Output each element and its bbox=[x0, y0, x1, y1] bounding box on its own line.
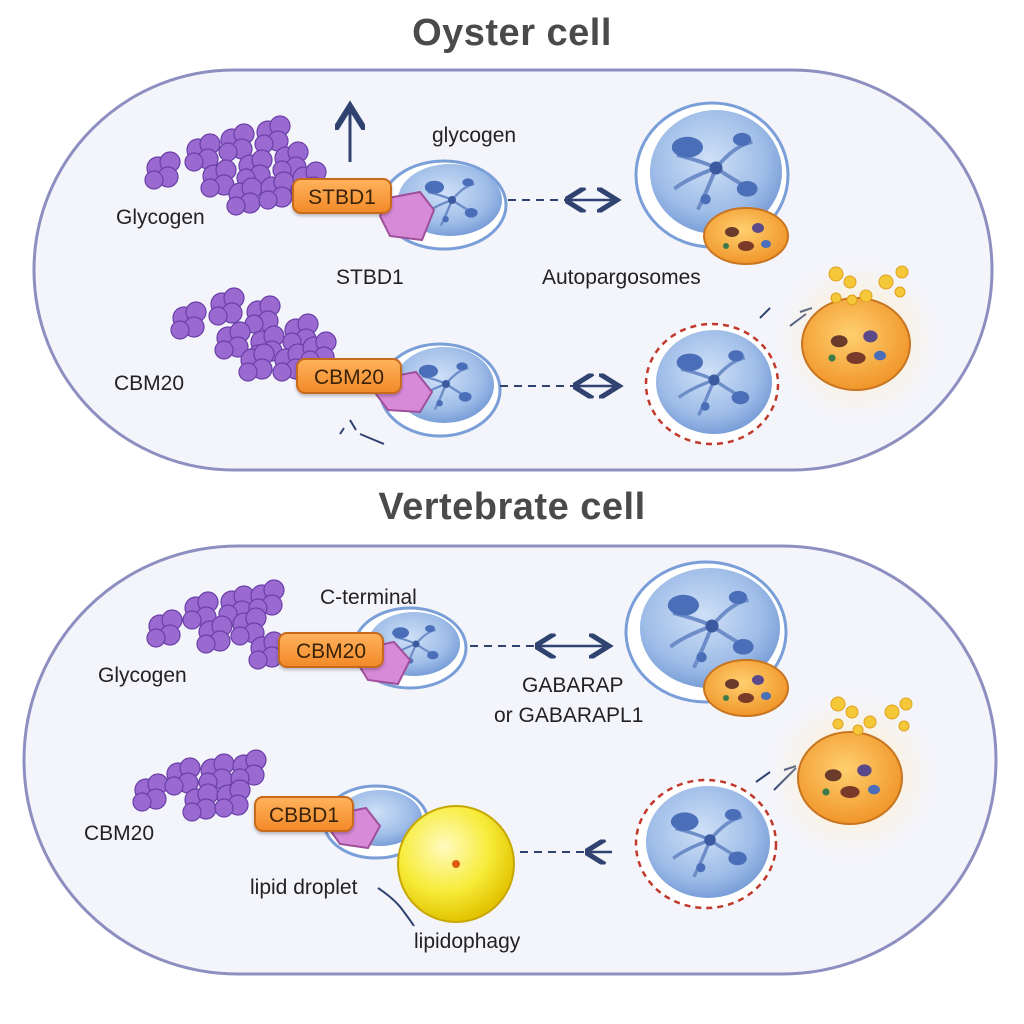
label-glycogen-top: glycogen bbox=[432, 124, 517, 147]
label-glycogen: Glycogen bbox=[98, 664, 187, 687]
released-particles-icon bbox=[828, 265, 909, 306]
lysosome-icon bbox=[797, 731, 903, 825]
stbd1-pill: STBD1 bbox=[292, 178, 392, 214]
fragment-lines bbox=[339, 419, 385, 445]
label-cbm20: CBM20 bbox=[114, 372, 185, 395]
receptor-protein-icon bbox=[378, 190, 436, 242]
lysosome-icon bbox=[801, 297, 911, 391]
label-gabarapl1: or GABARAPL1 bbox=[494, 704, 644, 727]
oyster-cell-title: Oyster cell bbox=[412, 12, 612, 54]
vertebrate-cell-title: Vertebrate cell bbox=[378, 486, 646, 528]
label-c-terminal: C-terminal bbox=[320, 586, 417, 609]
lysosome-icon bbox=[703, 207, 789, 265]
label-lipidophagy: lipidophagy bbox=[414, 930, 521, 953]
autophagosome-icon bbox=[644, 322, 780, 446]
label-autophagosomes: Autopargosomes bbox=[542, 266, 701, 289]
label-gabarap: GABARAP bbox=[522, 674, 624, 697]
released-particles-icon bbox=[830, 696, 913, 736]
label-stbd1: STBD1 bbox=[336, 266, 404, 289]
label-cbm20: CBM20 bbox=[84, 822, 155, 845]
pointer-line bbox=[377, 887, 415, 927]
cbm20-pill: CBM20 bbox=[296, 358, 402, 394]
cbbd1-pill: CBBD1 bbox=[254, 796, 354, 832]
cbm20-pill: CBM20 bbox=[278, 632, 384, 668]
lysosome-icon bbox=[703, 659, 789, 717]
label-lipid-droplet: lipid droplet bbox=[250, 876, 358, 899]
label-glycogen: Glycogen bbox=[116, 206, 205, 229]
autophagosome-icon bbox=[634, 778, 778, 910]
